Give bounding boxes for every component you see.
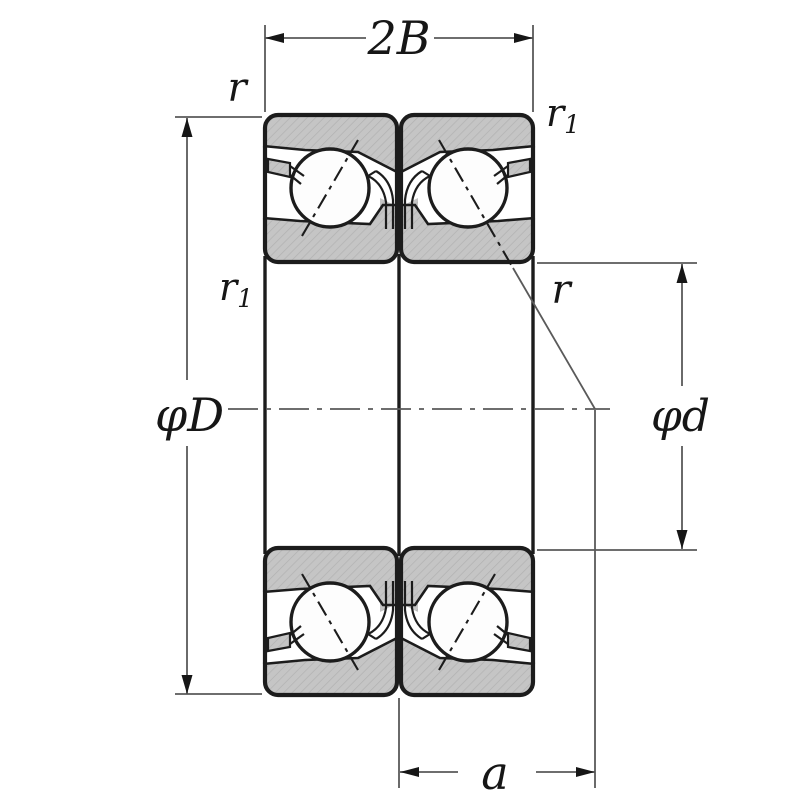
arrowhead-top (181, 118, 193, 137)
half-outline (398, 112, 536, 265)
bearing-half-bottom-left (262, 545, 400, 698)
arrowhead-bottom (676, 530, 688, 549)
label-load-center: a (481, 746, 508, 800)
arrowhead-left (265, 33, 284, 43)
inner-ring-section (265, 205, 397, 262)
outer-ring-section (401, 638, 533, 695)
inner-raceway-edge (262, 203, 397, 226)
arrowhead-left (400, 767, 419, 777)
chamfer-base: r (551, 267, 573, 313)
half-outline (262, 545, 400, 698)
contact-axis (438, 139, 514, 269)
outer-ring-section (265, 638, 397, 695)
cage-prong (493, 165, 509, 177)
half-outline (262, 112, 400, 265)
bore-lines (263, 254, 535, 556)
outer-ring-section (265, 115, 397, 172)
cage-hook-top (421, 170, 431, 177)
dimension-total-width: 2B (264, 11, 534, 112)
cage-prong (289, 625, 302, 636)
arrowhead-top (676, 264, 688, 283)
bearing-half-bottom-right (398, 545, 536, 698)
cage-prong (496, 174, 509, 185)
outer-ring-section (401, 115, 533, 172)
cage-prong (289, 633, 305, 645)
cage-prong (493, 633, 509, 645)
label-bore-diameter: φd (651, 391, 710, 442)
cage-hook-inner (367, 175, 388, 229)
bearing-half-top-right (398, 112, 536, 269)
chamfer-sub: 1 (564, 110, 580, 139)
label-total-width: 2B (366, 11, 430, 65)
label-chamfer-mid-left: r1 (219, 265, 253, 313)
label-chamfer-top-left: r (227, 65, 249, 111)
chamfer-base: r (219, 265, 240, 309)
cage-hook-outer (403, 581, 423, 640)
cage-rivet-section (266, 631, 292, 653)
dimension-load-center: a (398, 410, 596, 800)
chamfer-base: r (227, 65, 249, 111)
cage-hook-top (421, 633, 431, 640)
label-chamfer-top-right: r1 (546, 91, 580, 139)
half-outline (398, 545, 536, 698)
cage-prong (496, 625, 509, 636)
label-chamfer-mid-right: r (551, 267, 573, 313)
ball (427, 147, 509, 229)
bearing-half-top-left (262, 112, 400, 265)
inner-ring-section (401, 205, 533, 262)
inner-raceway-edge (401, 203, 536, 226)
inner-raceway-edge (262, 584, 397, 607)
contact-axis (438, 573, 496, 671)
arrowhead-bottom (181, 675, 193, 694)
chamfer-sub: 1 (237, 284, 253, 313)
cage-hook-top (367, 633, 377, 640)
inner-raceway-edge (401, 584, 536, 607)
cage-hook-inner (410, 175, 431, 229)
cage-hook-inner (410, 581, 431, 635)
chamfer-base: r (546, 91, 567, 135)
contact-axis (301, 573, 359, 671)
cage-hook-outer (375, 581, 395, 640)
cage-hook-top (367, 170, 377, 177)
inner-ring-section (265, 548, 397, 605)
cage-hook-outer (375, 170, 395, 229)
cage-prong (289, 174, 302, 185)
arrowhead-right (514, 33, 533, 43)
cage-prong (289, 165, 305, 177)
cage-hook-outer (403, 170, 423, 229)
cage-rivet-section (266, 157, 292, 179)
cage-rivet-section (506, 631, 532, 653)
contact-axis (301, 139, 359, 237)
cage-rivet-section (506, 157, 532, 179)
arrowhead-right (576, 767, 595, 777)
label-outer-diameter: φD (155, 388, 224, 442)
inner-ring-section (401, 548, 533, 605)
cage-hook-inner (367, 581, 388, 635)
contact-angle-extension-line (512, 267, 596, 410)
dimension-outer-diameter: φD (155, 116, 262, 695)
dimension-bore-diameter: φd (537, 262, 710, 551)
